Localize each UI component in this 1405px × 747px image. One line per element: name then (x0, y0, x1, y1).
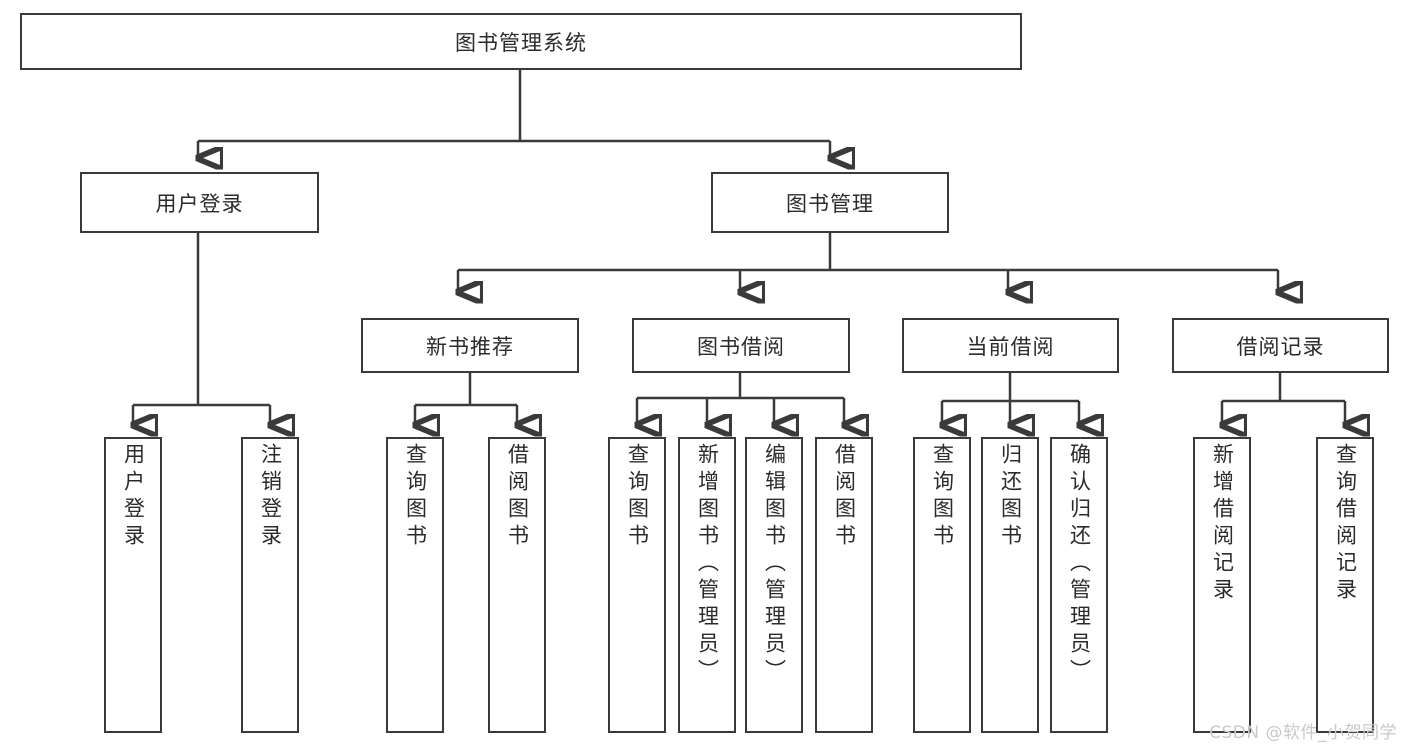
leaf-rec-borrow-book-label: 借阅图书 (505, 443, 530, 551)
leaf-borrow-add-book-label: 新增图书（管理员） (695, 443, 720, 686)
leaf-record-query-label: 查询借阅记录 (1333, 443, 1358, 605)
leaf-borrow-borrow-book-label: 借阅图书 (832, 443, 857, 551)
leaf-user-logout[interactable]: 注销登录 (241, 437, 299, 733)
leaf-record-add-label: 新增借阅记录 (1210, 443, 1235, 605)
leaf-borrow-borrow-book[interactable]: 借阅图书 (815, 437, 873, 733)
leaf-borrow-query-book-label: 查询图书 (625, 443, 650, 551)
node-borrow-record-label: 借阅记录 (1236, 334, 1325, 359)
node-book-borrow-label: 图书借阅 (697, 334, 785, 359)
node-book-borrow[interactable]: 图书借阅 (632, 318, 850, 373)
leaf-current-query-book[interactable]: 查询图书 (913, 437, 971, 733)
leaf-borrow-edit-book[interactable]: 编辑图书（管理员） (745, 437, 803, 733)
leaf-user-login-label: 用户登录 (121, 443, 146, 551)
leaf-user-login[interactable]: 用户登录 (104, 437, 162, 733)
node-new-book-rec-label: 新书推荐 (426, 334, 514, 359)
csdn-watermark: CSDN @软件_小贺同学 (1209, 723, 1397, 743)
node-book-manage[interactable]: 图书管理 (711, 172, 949, 233)
leaf-rec-query-book-label: 查询图书 (403, 443, 428, 551)
node-book-manage-label: 图书管理 (786, 191, 874, 216)
leaf-record-add[interactable]: 新增借阅记录 (1193, 437, 1251, 733)
leaf-current-confirm-return[interactable]: 确认归还（管理员） (1050, 437, 1108, 733)
node-root[interactable]: 图书管理系统 (20, 13, 1022, 70)
node-user-login-label: 用户登录 (155, 191, 244, 216)
leaf-current-return-book[interactable]: 归还图书 (981, 437, 1039, 733)
leaf-borrow-query-book[interactable]: 查询图书 (608, 437, 666, 733)
node-root-label: 图书管理系统 (455, 30, 587, 55)
node-user-login[interactable]: 用户登录 (80, 172, 319, 233)
leaf-record-query[interactable]: 查询借阅记录 (1316, 437, 1374, 733)
node-current-borrow[interactable]: 当前借阅 (902, 318, 1119, 373)
leaf-current-confirm-return-label: 确认归还（管理员） (1067, 443, 1092, 686)
leaf-current-query-book-label: 查询图书 (930, 443, 955, 551)
leaf-user-logout-label: 注销登录 (258, 443, 283, 551)
node-new-book-rec[interactable]: 新书推荐 (361, 318, 579, 373)
leaf-borrow-edit-book-label: 编辑图书（管理员） (762, 443, 787, 686)
leaf-rec-query-book[interactable]: 查询图书 (386, 437, 444, 733)
node-borrow-record[interactable]: 借阅记录 (1172, 318, 1389, 373)
leaf-current-return-book-label: 归还图书 (998, 443, 1023, 551)
node-current-borrow-label: 当前借阅 (966, 334, 1055, 359)
leaf-borrow-add-book[interactable]: 新增图书（管理员） (678, 437, 736, 733)
leaf-rec-borrow-book[interactable]: 借阅图书 (488, 437, 546, 733)
